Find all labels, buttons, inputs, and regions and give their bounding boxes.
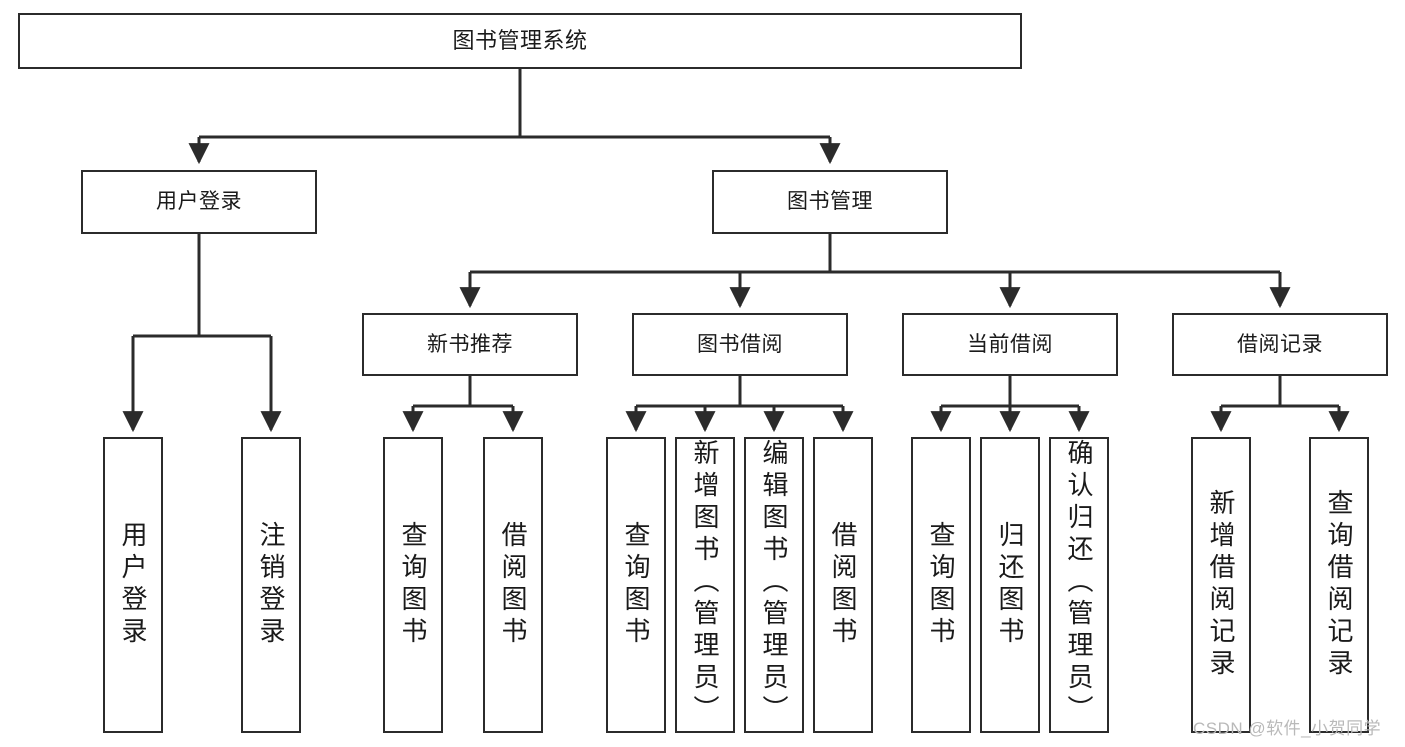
- leaf-query-books-current[interactable]: 查询图书: [911, 437, 971, 733]
- leaf-add-book-admin[interactable]: 新增图书（管理员）: [675, 437, 735, 733]
- leaf-return-books[interactable]: 归还图书: [980, 437, 1040, 733]
- leaf-query-books-recommend[interactable]: 查询图书: [383, 437, 443, 733]
- node-label: 用户登录: [118, 521, 148, 649]
- node-label: 借阅图书: [828, 521, 858, 649]
- node-user-login[interactable]: 用户登录: [81, 170, 317, 234]
- node-borrow-records[interactable]: 借阅记录: [1172, 313, 1388, 376]
- csdn-watermark: CSDN @软件_小贺同学: [1193, 719, 1382, 738]
- leaf-query-borrow-record[interactable]: 查询借阅记录: [1309, 437, 1369, 733]
- node-label: 查询图书: [621, 521, 651, 649]
- leaf-query-books-borrow[interactable]: 查询图书: [606, 437, 666, 733]
- node-book-borrow[interactable]: 图书借阅: [632, 313, 848, 376]
- leaf-edit-book-admin[interactable]: 编辑图书（管理员）: [744, 437, 804, 733]
- node-label: 图书管理系统: [452, 27, 588, 53]
- node-label: 借阅图书: [498, 521, 528, 649]
- node-label: 用户登录: [156, 190, 242, 214]
- node-label: 查询借阅记录: [1324, 489, 1354, 681]
- node-book-management[interactable]: 图书管理: [712, 170, 948, 234]
- node-label: 借阅记录: [1237, 332, 1323, 356]
- node-label: 确认归还（管理员）: [1064, 439, 1094, 727]
- leaf-add-borrow-record[interactable]: 新增借阅记录: [1191, 437, 1251, 733]
- node-label: 新增图书（管理员）: [690, 439, 720, 727]
- node-label: 新增借阅记录: [1206, 489, 1236, 681]
- node-label: 归还图书: [995, 521, 1025, 649]
- node-label: 查询图书: [926, 521, 956, 649]
- node-new-book-recommend[interactable]: 新书推荐: [362, 313, 578, 376]
- node-current-borrow[interactable]: 当前借阅: [902, 313, 1118, 376]
- node-label: 查询图书: [398, 521, 428, 649]
- node-label: 新书推荐: [427, 332, 513, 356]
- leaf-borrow-books[interactable]: 借阅图书: [813, 437, 873, 733]
- node-label: 图书管理: [787, 190, 873, 214]
- leaf-borrow-books-recommend[interactable]: 借阅图书: [483, 437, 543, 733]
- node-label: 图书借阅: [697, 332, 783, 356]
- leaf-confirm-return-admin[interactable]: 确认归还（管理员）: [1049, 437, 1109, 733]
- node-root[interactable]: 图书管理系统: [18, 13, 1022, 69]
- leaf-user-login[interactable]: 用户登录: [103, 437, 163, 733]
- node-label: 当前借阅: [967, 332, 1053, 356]
- node-label: 注销登录: [256, 521, 286, 649]
- leaf-logout[interactable]: 注销登录: [241, 437, 301, 733]
- node-label: 编辑图书（管理员）: [759, 439, 789, 727]
